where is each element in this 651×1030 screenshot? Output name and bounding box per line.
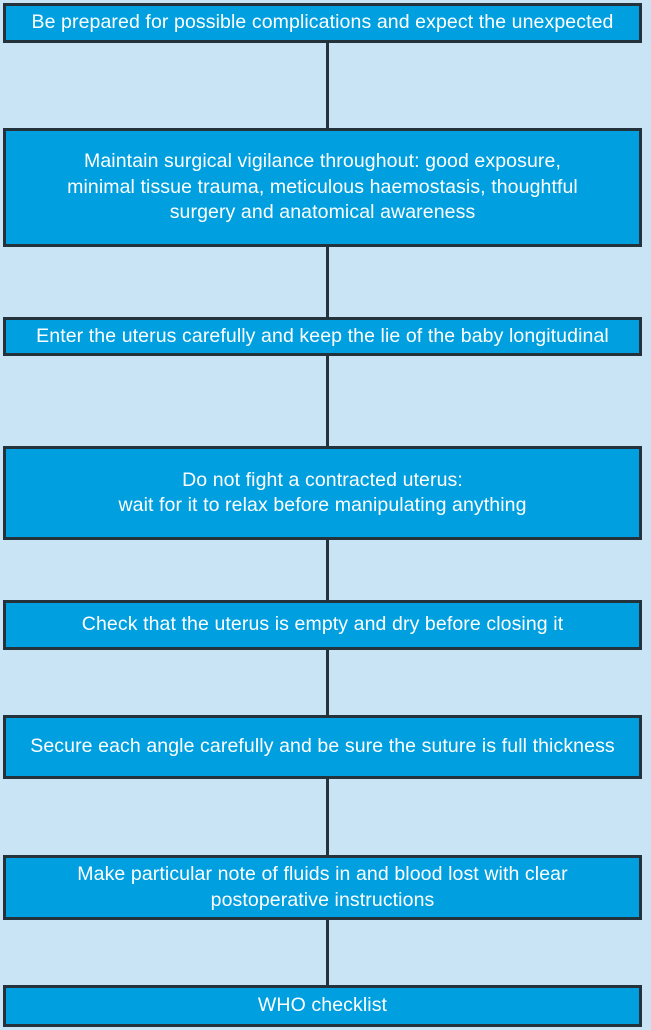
flow-node-label: Do not fight a contracted uterus: wait f… [118, 468, 527, 516]
connector-7-to-8 [326, 920, 329, 985]
flow-node-label: Check that the uterus is empty and dry b… [81, 613, 564, 636]
flow-node-note-fluids-and-blood-lost[interactable]: Make particular note of fluids in and bl… [3, 855, 642, 920]
flow-node-label: Make particular note of fluids in and bl… [77, 863, 568, 911]
flow-node-label: Secure each angle carefully and be sure … [30, 735, 615, 758]
flow-node-label: Maintain surgical vigilance throughout: … [67, 150, 578, 224]
connector-3-to-4 [326, 356, 329, 446]
flow-node-who-checklist[interactable]: WHO checklist [3, 985, 642, 1027]
flow-node-label: WHO checklist [257, 994, 388, 1017]
connector-6-to-7 [326, 779, 329, 855]
flow-node-secure-each-angle-carefully[interactable]: Secure each angle carefully and be sure … [3, 715, 642, 779]
flow-node-enter-uterus-carefully[interactable]: Enter the uterus carefully and keep the … [3, 317, 642, 356]
flow-node-be-prepared-for-complications[interactable]: Be prepared for possible complications a… [3, 3, 642, 43]
flow-node-do-not-fight-contracted-uterus[interactable]: Do not fight a contracted uterus: wait f… [3, 446, 642, 540]
flow-node-check-uterus-empty-and-dry[interactable]: Check that the uterus is empty and dry b… [3, 600, 642, 650]
connector-1-to-2 [326, 43, 329, 128]
flow-node-label: Be prepared for possible complications a… [31, 11, 614, 34]
flow-node-label: Enter the uterus carefully and keep the … [36, 324, 609, 347]
connector-5-to-6 [326, 650, 329, 715]
flow-node-maintain-surgical-vigilance[interactable]: Maintain surgical vigilance throughout: … [3, 128, 642, 247]
connector-2-to-3 [326, 247, 329, 317]
connector-4-to-5 [326, 540, 329, 600]
